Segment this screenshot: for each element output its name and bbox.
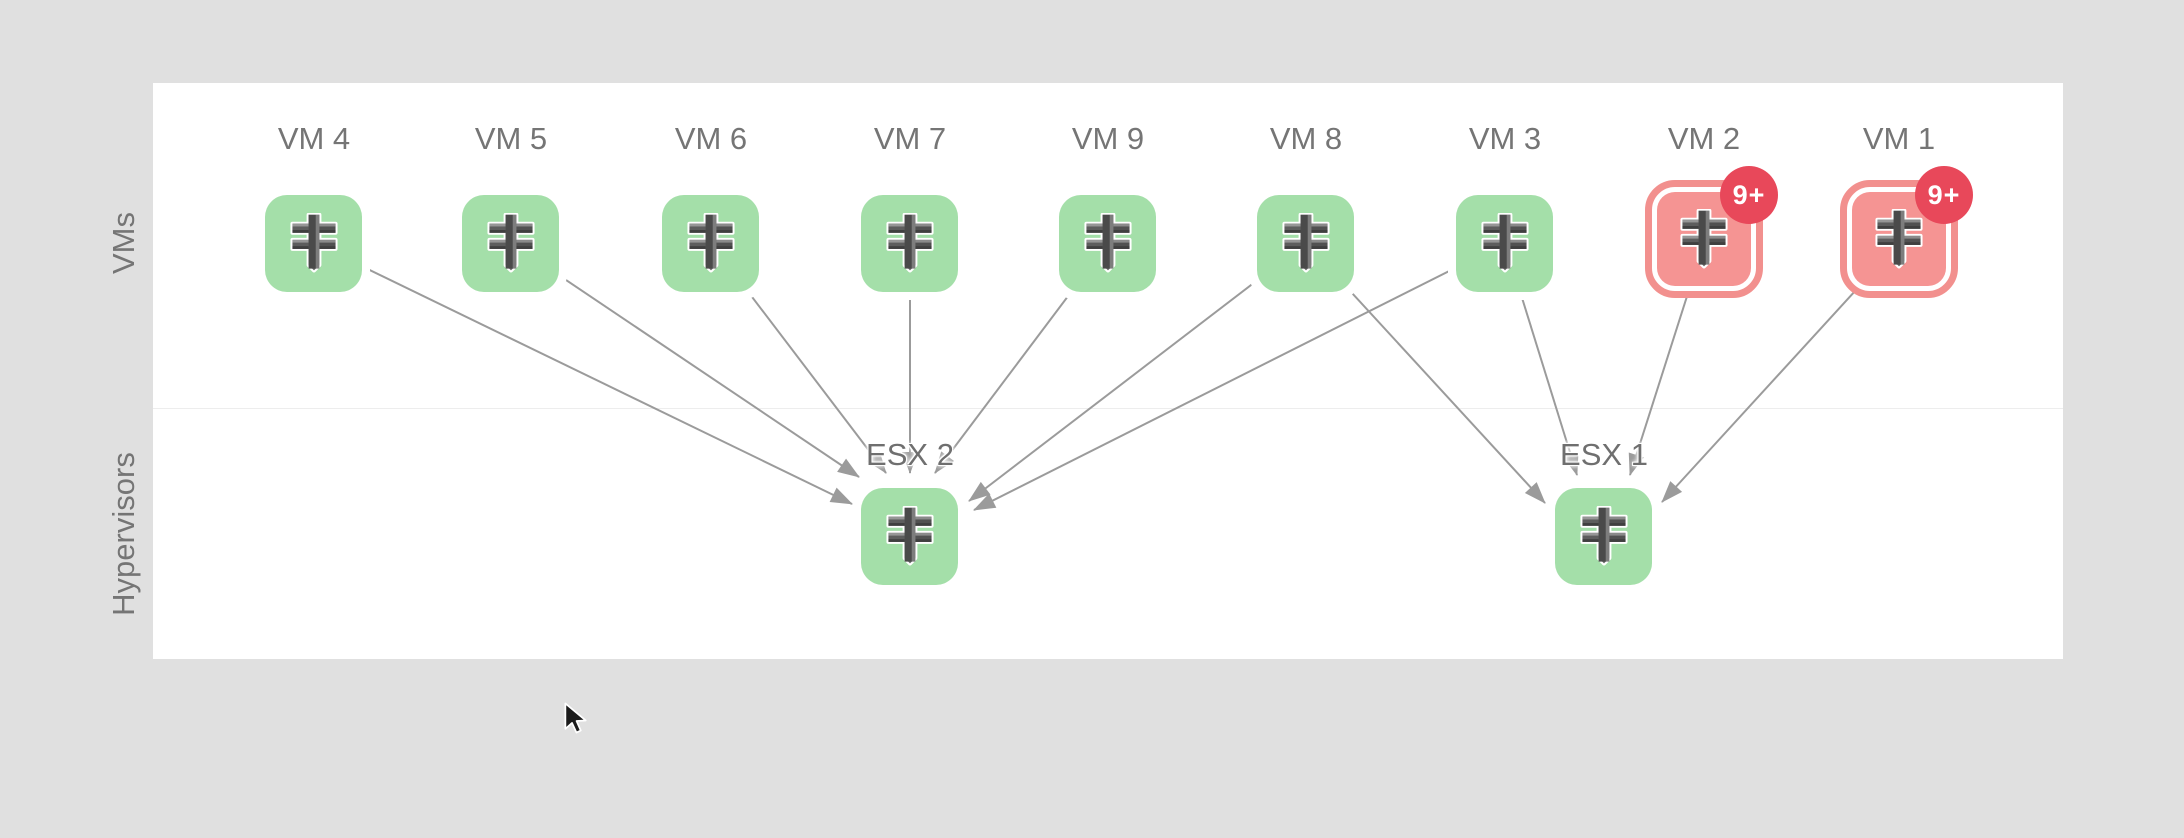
vm-label: VM 7 bbox=[873, 121, 947, 156]
vm-tile bbox=[662, 195, 759, 292]
vm-node-vm6[interactable] bbox=[654, 187, 767, 300]
row-divider bbox=[153, 408, 2063, 409]
host-icon bbox=[1279, 213, 1333, 274]
row-label-vms: VMs bbox=[106, 212, 141, 274]
host-icon bbox=[484, 213, 538, 274]
vm-node-vm8[interactable] bbox=[1249, 187, 1362, 300]
vm-tile bbox=[462, 195, 559, 292]
vm-label: VM 3 bbox=[1468, 121, 1542, 156]
vm-label: VM 4 bbox=[277, 121, 351, 156]
hypervisor-tile bbox=[1555, 488, 1652, 585]
host-icon bbox=[883, 213, 937, 274]
vm-label: VM 2 bbox=[1667, 121, 1741, 156]
hypervisor-label: ESX 1 bbox=[1560, 437, 1648, 472]
vm-node-vm9[interactable] bbox=[1051, 187, 1164, 300]
hypervisor-tile bbox=[861, 488, 958, 585]
vm-node-vm1[interactable]: 9+ bbox=[1840, 166, 1973, 298]
hypervisor-node-esx2[interactable] bbox=[853, 480, 966, 593]
vm-label: VM 8 bbox=[1269, 121, 1343, 156]
host-icon bbox=[1081, 213, 1135, 274]
host-icon bbox=[1478, 213, 1532, 274]
hypervisor-label: ESX 2 bbox=[866, 437, 954, 472]
topology-panel: VM 4 VM 5 VM 6 VM 7 VM 9 VM 8 VM 3 VM 2 … bbox=[153, 83, 2063, 659]
host-icon bbox=[684, 213, 738, 274]
row-label-hypervisors: Hypervisors bbox=[106, 452, 141, 616]
vm-tile bbox=[1456, 195, 1553, 292]
host-icon bbox=[287, 213, 341, 274]
host-icon bbox=[1677, 209, 1731, 270]
alert-count-badge[interactable]: 9+ bbox=[1915, 166, 1973, 224]
topology-edges bbox=[313, 242, 1900, 511]
mouse-pointer-icon bbox=[564, 702, 587, 734]
vm-label: VM 5 bbox=[474, 121, 548, 156]
vm-tile bbox=[1059, 195, 1156, 292]
vm-tile bbox=[265, 195, 362, 292]
vm-node-vm5[interactable] bbox=[454, 187, 567, 300]
vm-label: VM 6 bbox=[674, 121, 748, 156]
vm-label: VM 1 bbox=[1862, 121, 1936, 156]
vm-node-vm4[interactable] bbox=[257, 187, 370, 300]
vm-tile bbox=[1257, 195, 1354, 292]
host-icon bbox=[1872, 209, 1926, 270]
vm-node-vm3[interactable] bbox=[1448, 187, 1561, 300]
host-icon bbox=[1577, 506, 1631, 567]
host-icon bbox=[883, 506, 937, 567]
vm-tile bbox=[861, 195, 958, 292]
alert-count-badge[interactable]: 9+ bbox=[1720, 166, 1778, 224]
vm-node-vm2[interactable]: 9+ bbox=[1645, 166, 1778, 298]
hypervisor-node-esx1[interactable] bbox=[1547, 480, 1660, 593]
vm-label: VM 9 bbox=[1071, 121, 1145, 156]
vm-node-vm7[interactable] bbox=[853, 187, 966, 300]
